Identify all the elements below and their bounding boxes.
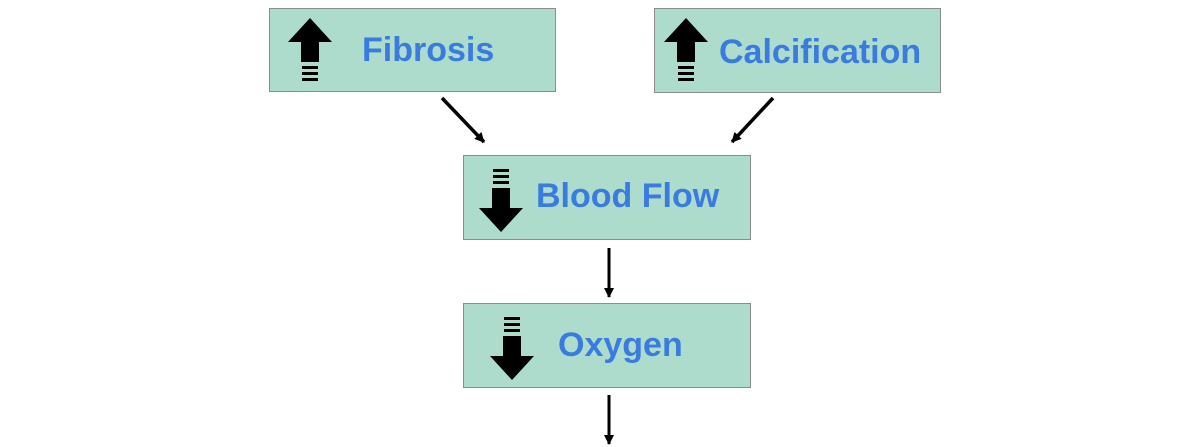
node-blood-flow: Blood Flow xyxy=(463,155,751,240)
down-arrow-icon xyxy=(490,317,534,380)
node-fibrosis: Fibrosis xyxy=(269,8,556,92)
up-arrow-icon xyxy=(664,18,708,81)
node-calcification: Calcification xyxy=(654,8,941,93)
node-label-calcification: Calcification xyxy=(719,33,922,71)
connector-calcification-to-blood-flow xyxy=(730,96,775,144)
connector-fibrosis-to-blood-flow xyxy=(440,96,486,144)
node-oxygen: Oxygen xyxy=(463,303,751,388)
down-arrow-icon xyxy=(479,169,523,232)
up-arrow-icon xyxy=(288,18,332,81)
node-label-fibrosis: Fibrosis xyxy=(362,31,495,69)
node-label-blood-flow: Blood Flow xyxy=(536,177,720,215)
node-label-oxygen: Oxygen xyxy=(558,326,683,364)
